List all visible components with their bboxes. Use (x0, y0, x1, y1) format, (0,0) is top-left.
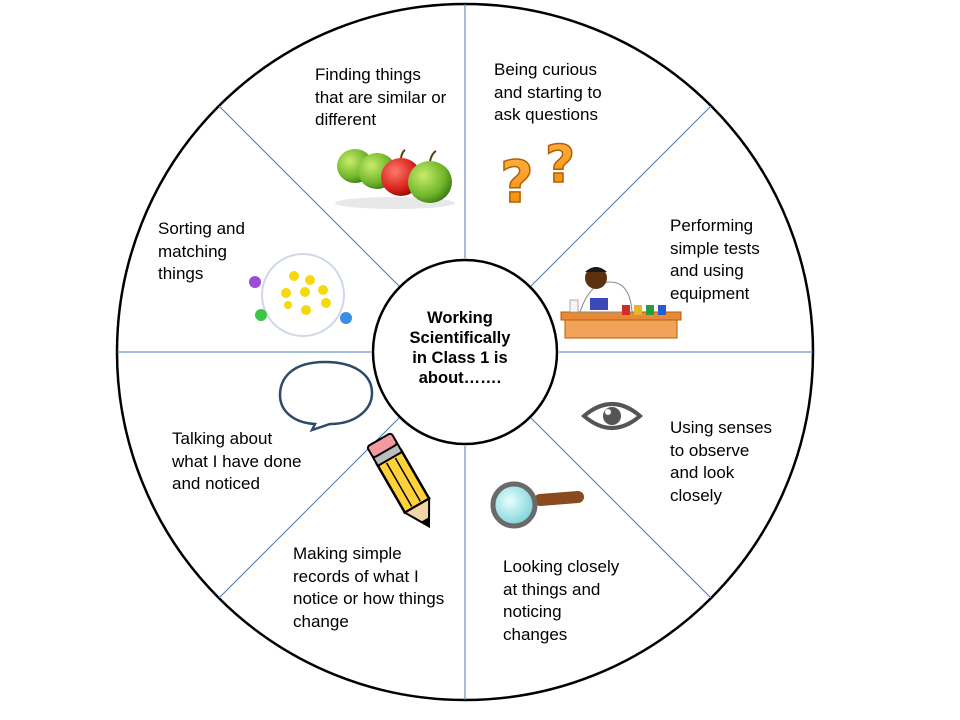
speech-bubble-icon (278, 360, 374, 433)
svg-text:?: ? (545, 135, 575, 195)
eye-icon (580, 402, 644, 430)
pencil-icon (366, 432, 431, 529)
segment-label-tests: Performing simple tests and using equipm… (670, 216, 760, 303)
scientist-icon (560, 267, 682, 339)
magnifying-glass-icon (490, 481, 584, 529)
segment-label-senses: Using senses to observe and look closely (670, 418, 773, 505)
sorting-bears-icon (249, 253, 352, 337)
divider-line (530, 105, 712, 287)
segment-label-curious: Being curious and starting to ask questi… (494, 60, 602, 124)
question-marks-icon: ? ? (499, 134, 576, 217)
svg-text:?: ? (500, 148, 534, 216)
segment-label-finding: Finding things that are similar or diffe… (315, 65, 447, 129)
divider-line (530, 417, 712, 599)
center-label: Working Scientifically in Class 1 is abo… (409, 309, 511, 387)
center-circle (371, 258, 559, 446)
segment-label-looking: Looking closely at things and noticing c… (503, 557, 620, 644)
segment-label-sorting: Sorting and matching things (158, 219, 245, 283)
segment-label-records: Making simple records of what I notice o… (293, 544, 445, 631)
segment-label-talking: Talking about what I have done and notic… (172, 429, 302, 493)
apples-icon (335, 149, 455, 209)
divider-line (218, 105, 400, 287)
